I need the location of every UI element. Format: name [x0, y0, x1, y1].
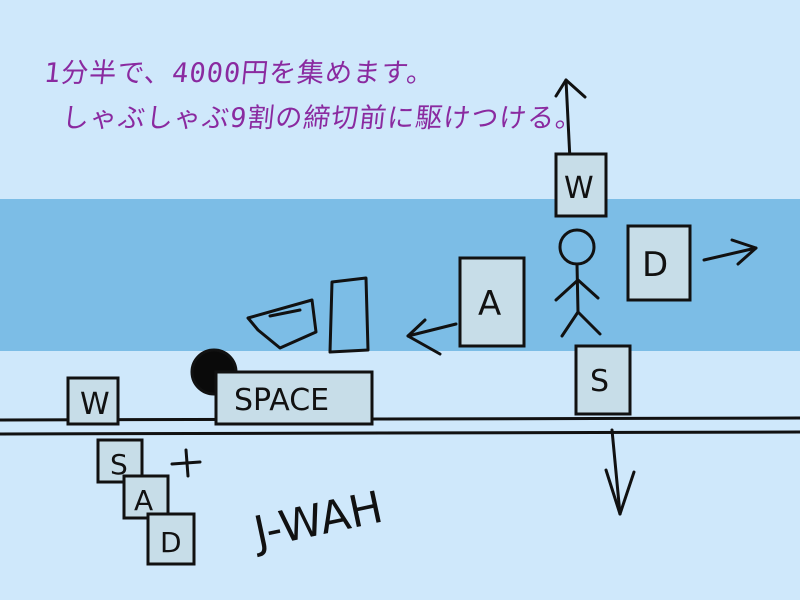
key-a-left[interactable]: A — [458, 256, 526, 348]
player-stick-figure — [554, 228, 602, 338]
plus-sign-icon — [170, 448, 202, 478]
down-arrow-icon — [604, 428, 636, 516]
key-d-right[interactable]: D — [626, 224, 692, 302]
key-a-label: A — [478, 284, 501, 324]
legend-d-key: D — [146, 512, 196, 566]
legend-w-key: W — [66, 376, 120, 426]
legend-d-label: D — [160, 526, 182, 559]
key-d-label: D — [642, 245, 668, 285]
legend-a-label: A — [134, 484, 153, 517]
legend-w-label: W — [80, 387, 110, 422]
legend-a-key: A — [122, 474, 170, 520]
key-s-label: S — [590, 364, 609, 399]
key-s-down[interactable]: S — [574, 344, 632, 416]
right-arrow-icon — [702, 238, 758, 266]
key-space-label: SPACE — [234, 383, 329, 418]
jump-annotation: J-WAH — [247, 482, 387, 559]
obstacle-sketch-1 — [328, 276, 370, 354]
key-w-up[interactable]: W — [554, 152, 608, 218]
left-arrow-icon — [406, 318, 458, 356]
up-arrow-icon — [554, 78, 587, 162]
key-space-jump[interactable]: SPACE — [214, 370, 374, 426]
key-w-label: W — [564, 171, 594, 206]
legend-s-label: S — [110, 448, 128, 481]
ground-rail — [0, 416, 800, 436]
obstacle-sketch-2 — [246, 298, 318, 350]
